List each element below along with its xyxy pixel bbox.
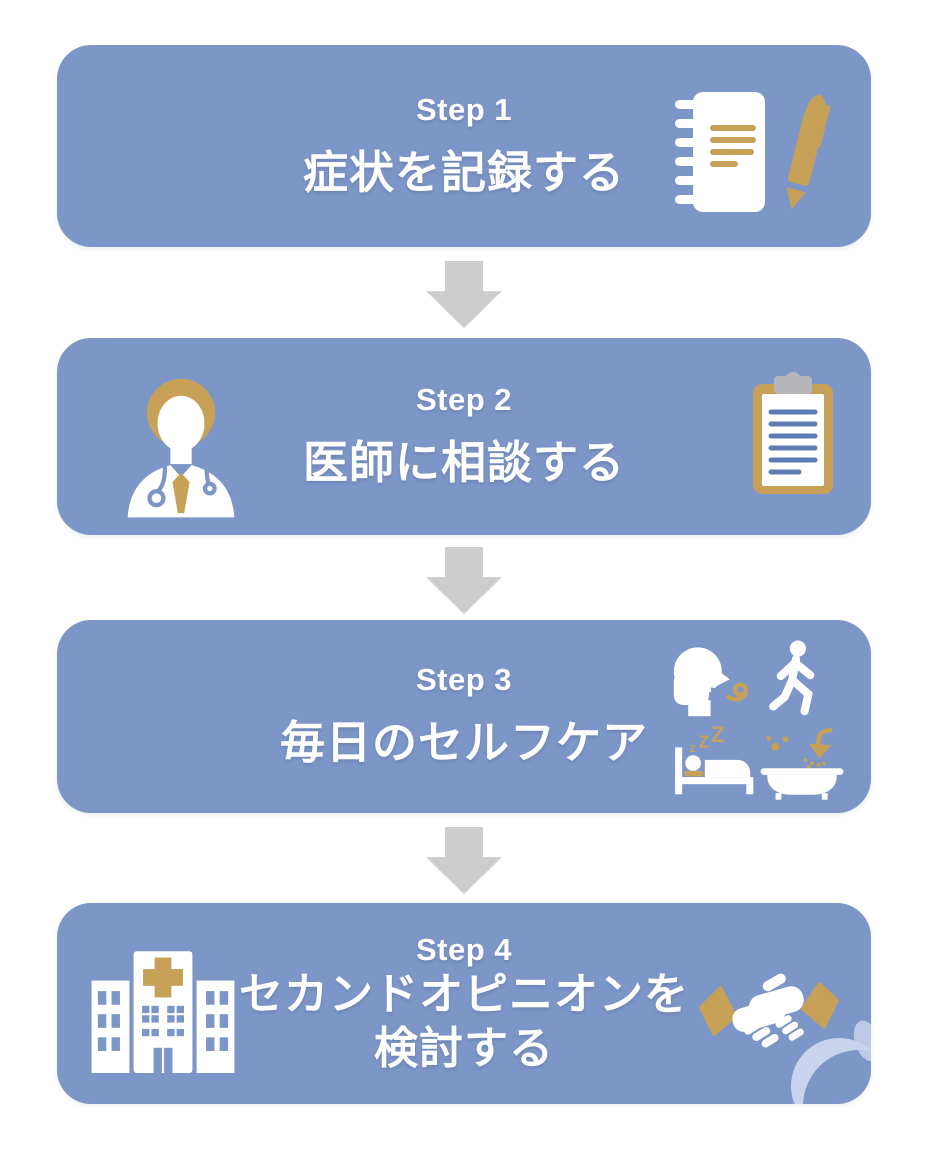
right-sleeve	[800, 981, 840, 1030]
spiral-notebook-icon	[675, 92, 765, 212]
bubbles	[766, 736, 789, 751]
handshake-icon	[698, 973, 840, 1048]
step-2-title: 医師に相談する	[302, 437, 625, 488]
down-arrow-1	[426, 261, 502, 328]
down-arrow-3	[426, 827, 502, 894]
zzz-text: z Z Z	[689, 722, 724, 755]
shower-head	[808, 743, 832, 759]
svg-text:Z: Z	[711, 722, 724, 747]
step-2-box: Step 2 医師に相談する	[57, 338, 871, 535]
hospital-icon	[91, 951, 235, 1073]
stethoscope	[147, 466, 217, 508]
svg-text:Z: Z	[699, 731, 710, 751]
hospital-windows	[97, 991, 229, 1073]
step-4-box: Step 4 セカンドオピニオンを 検討する	[57, 903, 871, 1104]
svg-text:z: z	[689, 741, 695, 755]
step-4-label: Step 4	[415, 931, 513, 967]
clasped-hands	[732, 973, 804, 1048]
breath-swirl	[726, 682, 749, 702]
step-1-box: Step 1 症状を記録する	[57, 45, 871, 247]
walking-icon	[769, 640, 815, 716]
clipboard-icon	[753, 372, 833, 494]
step-3-box: Step 3 毎日のセルフケア z Z Z	[57, 620, 871, 813]
step-3-title: 毎日のセルフケア	[279, 717, 648, 768]
step-4-title-line-2: 検討する	[374, 1023, 554, 1073]
step-3-label: Step 3	[415, 662, 513, 697]
step-4-title-line-1: セカンドオピニオンを	[239, 969, 689, 1019]
sleeping-bed-icon: z Z Z	[675, 722, 754, 795]
down-arrow-2	[426, 547, 502, 614]
step-2-label: Step 2	[415, 382, 513, 417]
left-sleeve	[698, 985, 738, 1037]
doctor-icon	[127, 378, 235, 518]
step-1-label: Step 1	[415, 91, 513, 127]
bath-icon	[760, 727, 844, 800]
doctor-tie	[172, 472, 190, 514]
pillow	[684, 770, 704, 777]
breathing-exercise-icon	[673, 647, 749, 717]
step-1-title: 症状を記録する	[302, 146, 625, 198]
hospital-cross	[143, 957, 183, 998]
pen-icon	[786, 94, 831, 210]
